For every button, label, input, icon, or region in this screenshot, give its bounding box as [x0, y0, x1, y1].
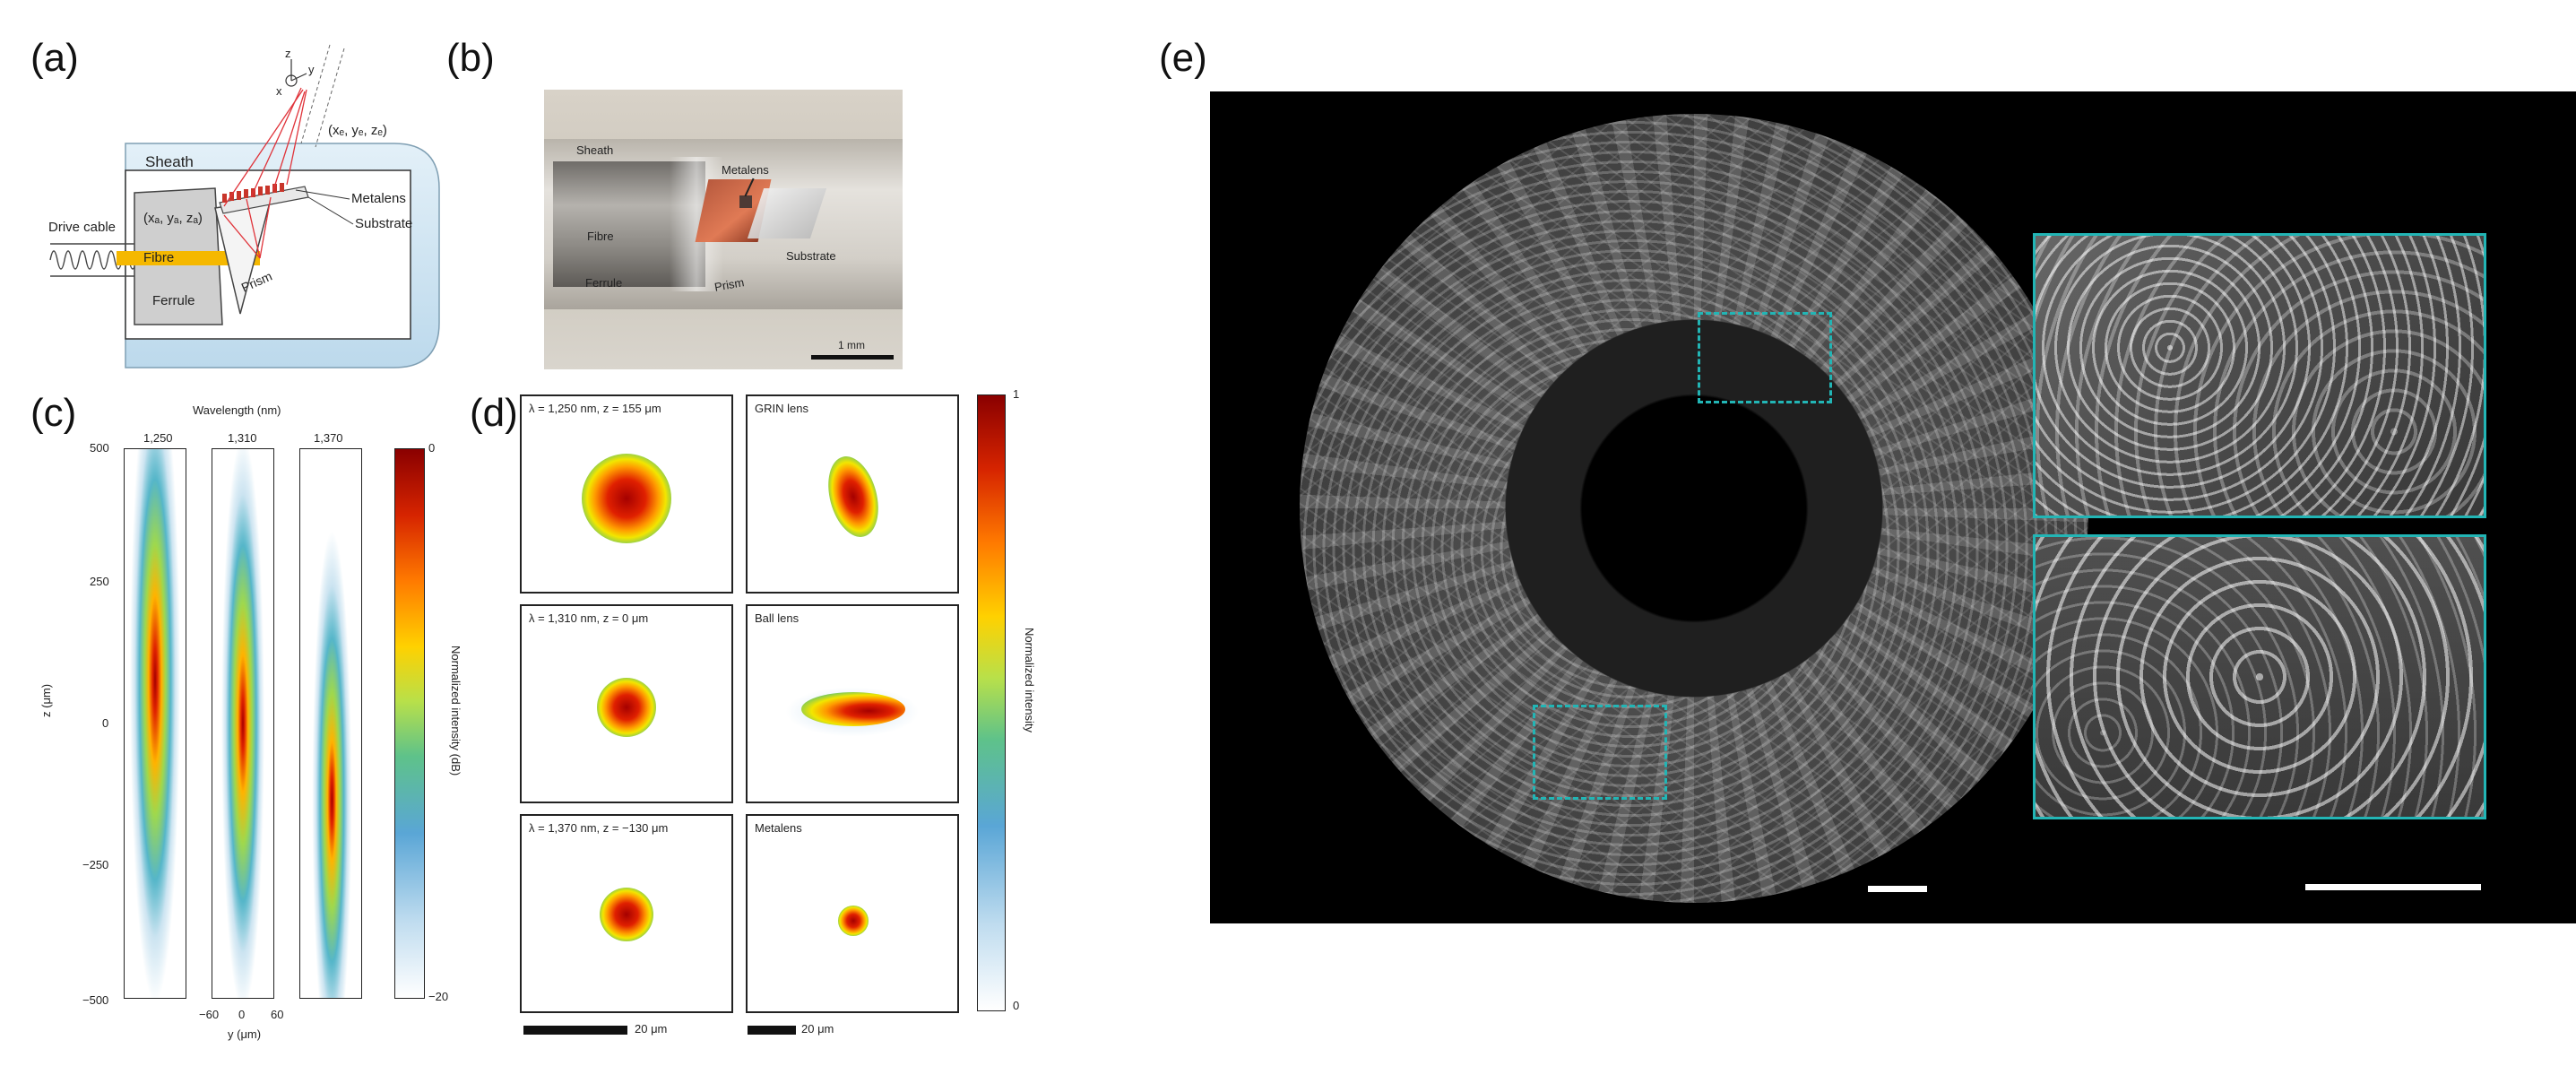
coord-in-label: (xₐ, yₐ, zₐ) — [143, 211, 203, 226]
photo-metalens-label: Metalens — [722, 163, 769, 177]
d-scalebar-left-label: 20 μm — [635, 1022, 668, 1036]
c-colorbar-bottom: −20 — [428, 990, 449, 1003]
sheath-label: Sheath — [145, 153, 194, 170]
psf-cell-ball: Ball lens — [746, 604, 959, 803]
c-xtick-60: 60 — [271, 1008, 284, 1021]
psf-cell-1250-label: λ = 1,250 nm, z = 155 μm — [529, 402, 661, 415]
zoom-inset-upper — [2033, 233, 2486, 518]
c-xaxis-label: y (μm) — [228, 1027, 262, 1041]
d-scalebar-right-label: 20 μm — [801, 1022, 834, 1036]
psf-cell-1370-label: λ = 1,370 nm, z = −130 μm — [529, 821, 669, 835]
photo-ferrule-label: Ferrule — [585, 276, 623, 290]
column-label-1250: 1,250 — [143, 431, 173, 445]
psf-cell-1370: λ = 1,370 nm, z = −130 μm — [520, 814, 733, 1013]
panel-a-label: (a) — [30, 36, 79, 80]
d-colorbar-bottom: 0 — [1013, 999, 1020, 1012]
coord-out-label: (xₑ, yₑ, zₑ) — [328, 123, 387, 138]
photo-substrate-label: Substrate — [786, 249, 836, 263]
photo-scale-label: 1 mm — [838, 339, 865, 351]
device-photo: 1 mm Sheath Metalens Fibre Substrate Fer… — [544, 90, 903, 369]
axis-z-label: z — [285, 47, 291, 60]
beam-profile-1310 — [212, 448, 274, 999]
c-colorbar-top: 0 — [428, 441, 436, 455]
d-colorbar — [977, 394, 1006, 1011]
oct-image — [1210, 91, 2576, 923]
c-ytick-neg500: −500 — [82, 993, 109, 1007]
wavelength-title: Wavelength (nm) — [193, 403, 281, 417]
d-colorbar-label: Normalized intensity — [1023, 628, 1036, 733]
d-scalebar-left — [523, 1026, 627, 1035]
c-xtick-neg60: −60 — [199, 1008, 220, 1021]
psf-cell-metalens: Metalens — [746, 814, 959, 1013]
psf-cell-grin-label: GRIN lens — [755, 402, 808, 415]
axis-x-label: x — [276, 84, 282, 98]
panel-c-label: (c) — [30, 391, 77, 435]
roi-box-lower — [1533, 705, 1667, 800]
psf-cell-1310-label: λ = 1,310 nm, z = 0 μm — [529, 611, 649, 625]
c-ytick-500: 500 — [90, 441, 109, 455]
oct-scalebar-inset — [2305, 884, 2481, 890]
drive-cable-label: Drive cable — [48, 220, 116, 235]
column-label-1370: 1,370 — [314, 431, 343, 445]
c-ytick-neg250: −250 — [82, 858, 109, 871]
d-scalebar-right — [748, 1026, 796, 1035]
psf-cell-metalens-label: Metalens — [755, 821, 802, 835]
panel-a-schematic: z y x (xₑ, yₑ, zₑ) (xₐ, yₐ, zₐ) Sheath D… — [48, 44, 440, 368]
c-colorbar-label: Normalized intensity (dB) — [449, 646, 462, 776]
panel-e-label: (e) — [1159, 36, 1207, 80]
c-ytick-250: 250 — [90, 575, 109, 588]
c-yaxis-label: z (μm) — [39, 683, 53, 717]
oct-lumen — [1506, 320, 1882, 697]
c-xtick-0: 0 — [238, 1008, 246, 1021]
ferrule-label: Ferrule — [152, 293, 195, 308]
photo-scale-bar — [811, 355, 894, 360]
psf-cell-ball-label: Ball lens — [755, 611, 800, 625]
axis-y-label: y — [308, 63, 315, 76]
photo-sheath-label: Sheath — [576, 143, 614, 157]
beam-profile-1370 — [299, 448, 362, 999]
c-colorbar — [394, 448, 425, 999]
psf-cell-1250: λ = 1,250 nm, z = 155 μm — [520, 394, 733, 594]
panel-b-label: (b) — [446, 36, 495, 80]
d-colorbar-top: 1 — [1013, 387, 1020, 401]
metalens-label: Metalens — [351, 191, 406, 206]
roi-box-upper — [1698, 312, 1832, 403]
fibre-label: Fibre — [143, 250, 174, 265]
substrate-label: Substrate — [355, 216, 412, 231]
psf-cell-grin: GRIN lens — [746, 394, 959, 594]
panel-d-label: (d) — [470, 391, 518, 435]
zoom-inset-lower — [2033, 534, 2486, 819]
oct-scalebar-main — [1868, 886, 1927, 892]
psf-cell-1310: λ = 1,310 nm, z = 0 μm — [520, 604, 733, 803]
c-ytick-0: 0 — [102, 716, 109, 730]
photo-fibre-label: Fibre — [587, 230, 614, 243]
column-label-1310: 1,310 — [228, 431, 257, 445]
beam-profile-1250 — [124, 448, 186, 999]
